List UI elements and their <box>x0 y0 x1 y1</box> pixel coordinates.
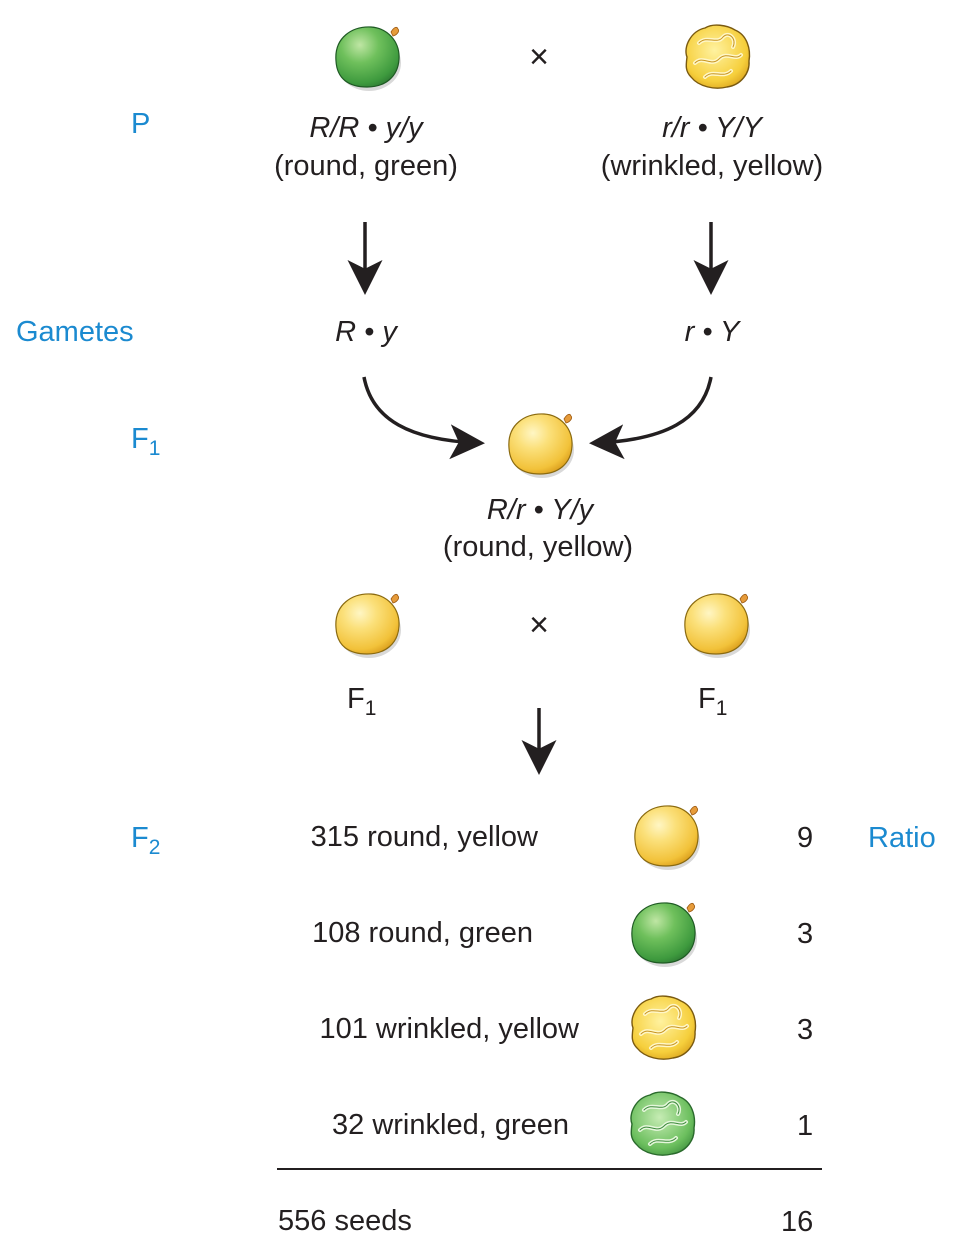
f2-wrinkled-green-pea <box>628 1090 697 1158</box>
parent-left-genotype: R/R • y/y <box>309 112 423 144</box>
f2-wrinkled-yellow-pea <box>629 994 698 1062</box>
label-ratio: Ratio <box>868 822 936 854</box>
parent-wrinkled-yellow-pea <box>683 23 752 91</box>
parent-right-genotype: r/r • Y/Y <box>662 112 762 144</box>
total-ratio: 16 <box>781 1206 814 1238</box>
label-f2: F2 <box>131 822 161 859</box>
f2-row-ratio: 9 <box>797 822 814 854</box>
gamete-left-arrow <box>362 376 485 460</box>
total-seeds-label: 556 seeds <box>278 1205 412 1237</box>
label-gametes: Gametes <box>16 316 134 348</box>
f1-genotype: R/r • Y/y <box>486 494 594 526</box>
parent-round-green-pea <box>335 26 402 92</box>
f1-cross-symbol: × <box>529 606 549 644</box>
gamete-left: R • y <box>335 316 397 348</box>
parent-left-phenotype: (round, green) <box>274 150 458 182</box>
f2-row-ratio: 3 <box>797 1014 814 1046</box>
f1-round-yellow-pea <box>508 413 575 479</box>
f1-right-pea <box>684 593 751 659</box>
label-p: P <box>131 108 151 140</box>
f2-row-label: 315 round, yellow <box>310 821 538 853</box>
f2-row-ratio: 3 <box>797 918 814 950</box>
parent-right-phenotype: (wrinkled, yellow) <box>600 150 824 182</box>
f2-row-label: 101 wrinkled, yellow <box>319 1013 579 1045</box>
f1-right-label: F1 <box>698 683 728 720</box>
parent-cross-symbol: × <box>529 38 549 76</box>
gamete-right: r • Y <box>684 316 740 348</box>
f2-round-green-pea <box>631 902 698 968</box>
gamete-right-arrow <box>589 376 713 460</box>
label-f1: F1 <box>131 423 161 460</box>
f2-row-label: 108 round, green <box>312 917 533 949</box>
f1-left-label: F1 <box>347 683 377 720</box>
f1-phenotype: (round, yellow) <box>442 531 634 563</box>
f2-row-label: 32 wrinkled, green <box>332 1109 569 1141</box>
f2-row-ratio: 1 <box>797 1110 814 1142</box>
f2-round-yellow-pea <box>634 805 701 871</box>
f1-left-pea <box>335 593 402 659</box>
